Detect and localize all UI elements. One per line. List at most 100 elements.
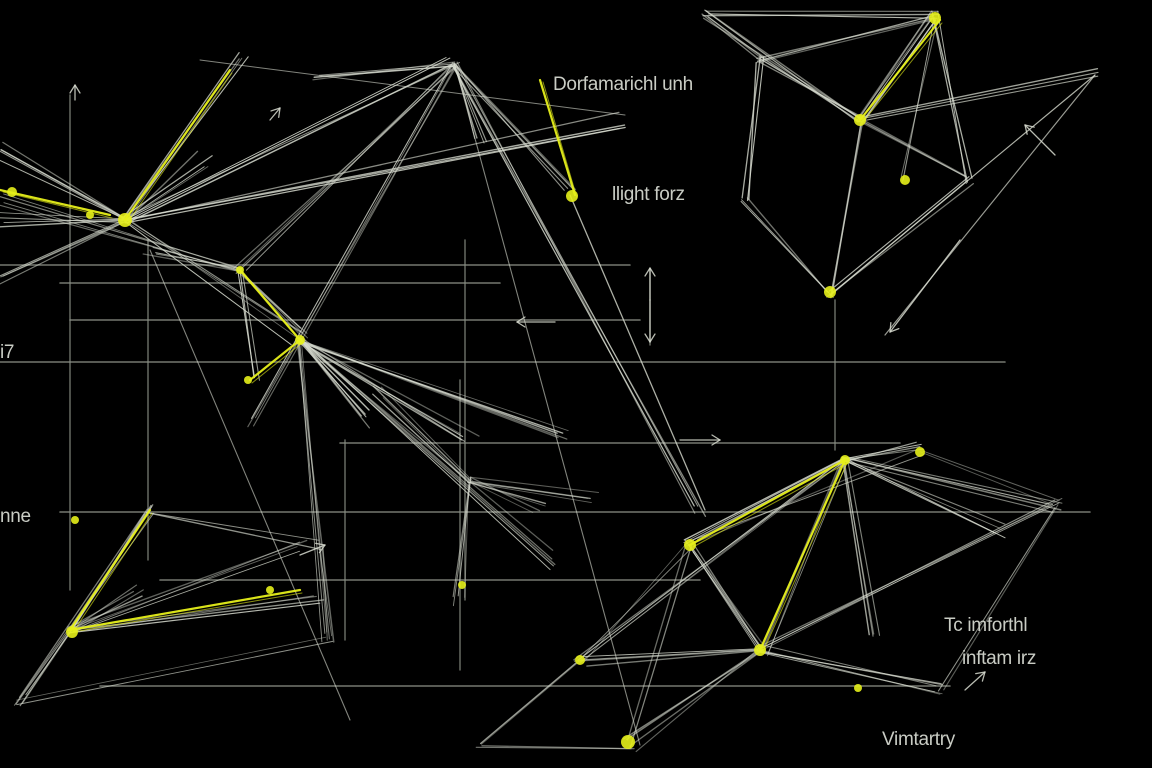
wire-stroke (300, 338, 556, 566)
accent-stroke (0, 188, 112, 217)
wire-stroke (629, 649, 764, 747)
wire-stroke (757, 650, 943, 686)
wire-stroke (298, 339, 569, 432)
wire-stroke (841, 456, 1062, 511)
arrow-head (889, 321, 892, 333)
arrow-head (516, 316, 526, 323)
arrow-head (889, 328, 900, 333)
accent-stroke (688, 458, 847, 547)
arrow-head (649, 267, 656, 277)
arrow-head (69, 84, 76, 94)
wire-stroke (296, 340, 335, 643)
wire-stroke (580, 649, 759, 661)
wire-stroke (0, 150, 124, 220)
arrow-head (711, 434, 721, 441)
wire-stroke (759, 61, 863, 118)
arrow-marks (69, 84, 1056, 691)
wire-stroke (860, 68, 1099, 118)
wire-stroke (702, 13, 940, 17)
wire-stroke (479, 662, 577, 745)
wire-stroke (469, 482, 592, 504)
wire-stroke (382, 397, 469, 482)
accent-node (854, 114, 866, 126)
wire-stroke (296, 339, 463, 441)
wire-stroke (569, 194, 706, 511)
bottom-right-annotation-2: inftam irz (962, 648, 1037, 669)
accent-node (118, 213, 132, 227)
wire-stroke (319, 548, 332, 637)
arrow-shaft (964, 671, 986, 691)
wire-stroke (455, 64, 699, 507)
wire-stroke (299, 340, 558, 434)
wire-stroke (453, 62, 577, 191)
wire-stroke (573, 648, 764, 662)
wire-stroke (457, 476, 472, 597)
wire-stroke (900, 17, 939, 177)
wire-stroke (125, 166, 205, 221)
wire-stroke (372, 393, 470, 484)
wire-stroke (199, 59, 626, 116)
wire-stroke (937, 507, 1056, 692)
wire-stroke (149, 512, 322, 551)
wire-stroke (0, 159, 127, 220)
wire-stroke (697, 457, 846, 540)
yellow-accent-strokes (0, 18, 943, 653)
wire-stroke (582, 547, 693, 657)
arrow-shaft (269, 107, 281, 121)
accent-stroke (72, 512, 153, 633)
accent-stroke (68, 588, 302, 632)
wire-stroke (472, 482, 534, 513)
wire-stroke (847, 456, 1063, 504)
wire-stroke (16, 636, 327, 701)
wire-stroke (3, 193, 240, 270)
accent-node (854, 684, 862, 692)
wire-stroke (902, 20, 935, 182)
wire-stroke (475, 746, 635, 750)
wire-stroke (67, 590, 135, 630)
wire-stroke (884, 74, 1096, 336)
accent-stroke (72, 592, 303, 633)
wire-stroke (125, 57, 447, 221)
wire-stroke (125, 57, 451, 222)
horizontal-guide-lines (0, 94, 1091, 687)
accent-node (840, 455, 850, 465)
left-edge-annotation-upper: i7 (0, 342, 15, 363)
wire-stroke (0, 221, 124, 278)
wire-stroke (857, 11, 932, 119)
wire-stroke (861, 121, 967, 178)
wire-stroke (690, 540, 761, 649)
wire-stroke (843, 460, 1054, 513)
wire-stroke (471, 476, 600, 494)
wire-stroke (149, 249, 351, 721)
wire-stroke (691, 548, 759, 650)
accent-node (66, 626, 78, 638)
wire-stroke (312, 61, 456, 81)
wire-stroke (755, 18, 935, 64)
accent-node (458, 581, 466, 589)
wire-stroke (748, 62, 757, 201)
wire-stroke (943, 504, 1059, 691)
wire-stroke (701, 13, 763, 63)
accent-node (295, 335, 305, 345)
accent-stroke (762, 462, 848, 653)
arrow-head (975, 671, 986, 675)
wire-stroke (741, 57, 761, 199)
wire-stroke (762, 644, 937, 687)
wire-stroke (155, 252, 243, 271)
accent-stroke (862, 22, 943, 123)
wire-stroke (757, 503, 1053, 648)
wire-stroke (142, 253, 241, 272)
arrow-head (649, 333, 656, 343)
wire-stroke (705, 9, 860, 119)
yellow-nodes (7, 12, 941, 749)
wire-stroke (124, 150, 199, 223)
wire-stroke (380, 386, 473, 481)
wire-stroke (579, 648, 761, 658)
wire-stroke (72, 589, 144, 633)
wire-stroke (19, 626, 74, 707)
wire-stroke (126, 57, 243, 222)
accent-node (621, 735, 635, 749)
wire-stroke (689, 453, 925, 542)
wire-stroke (72, 541, 301, 632)
